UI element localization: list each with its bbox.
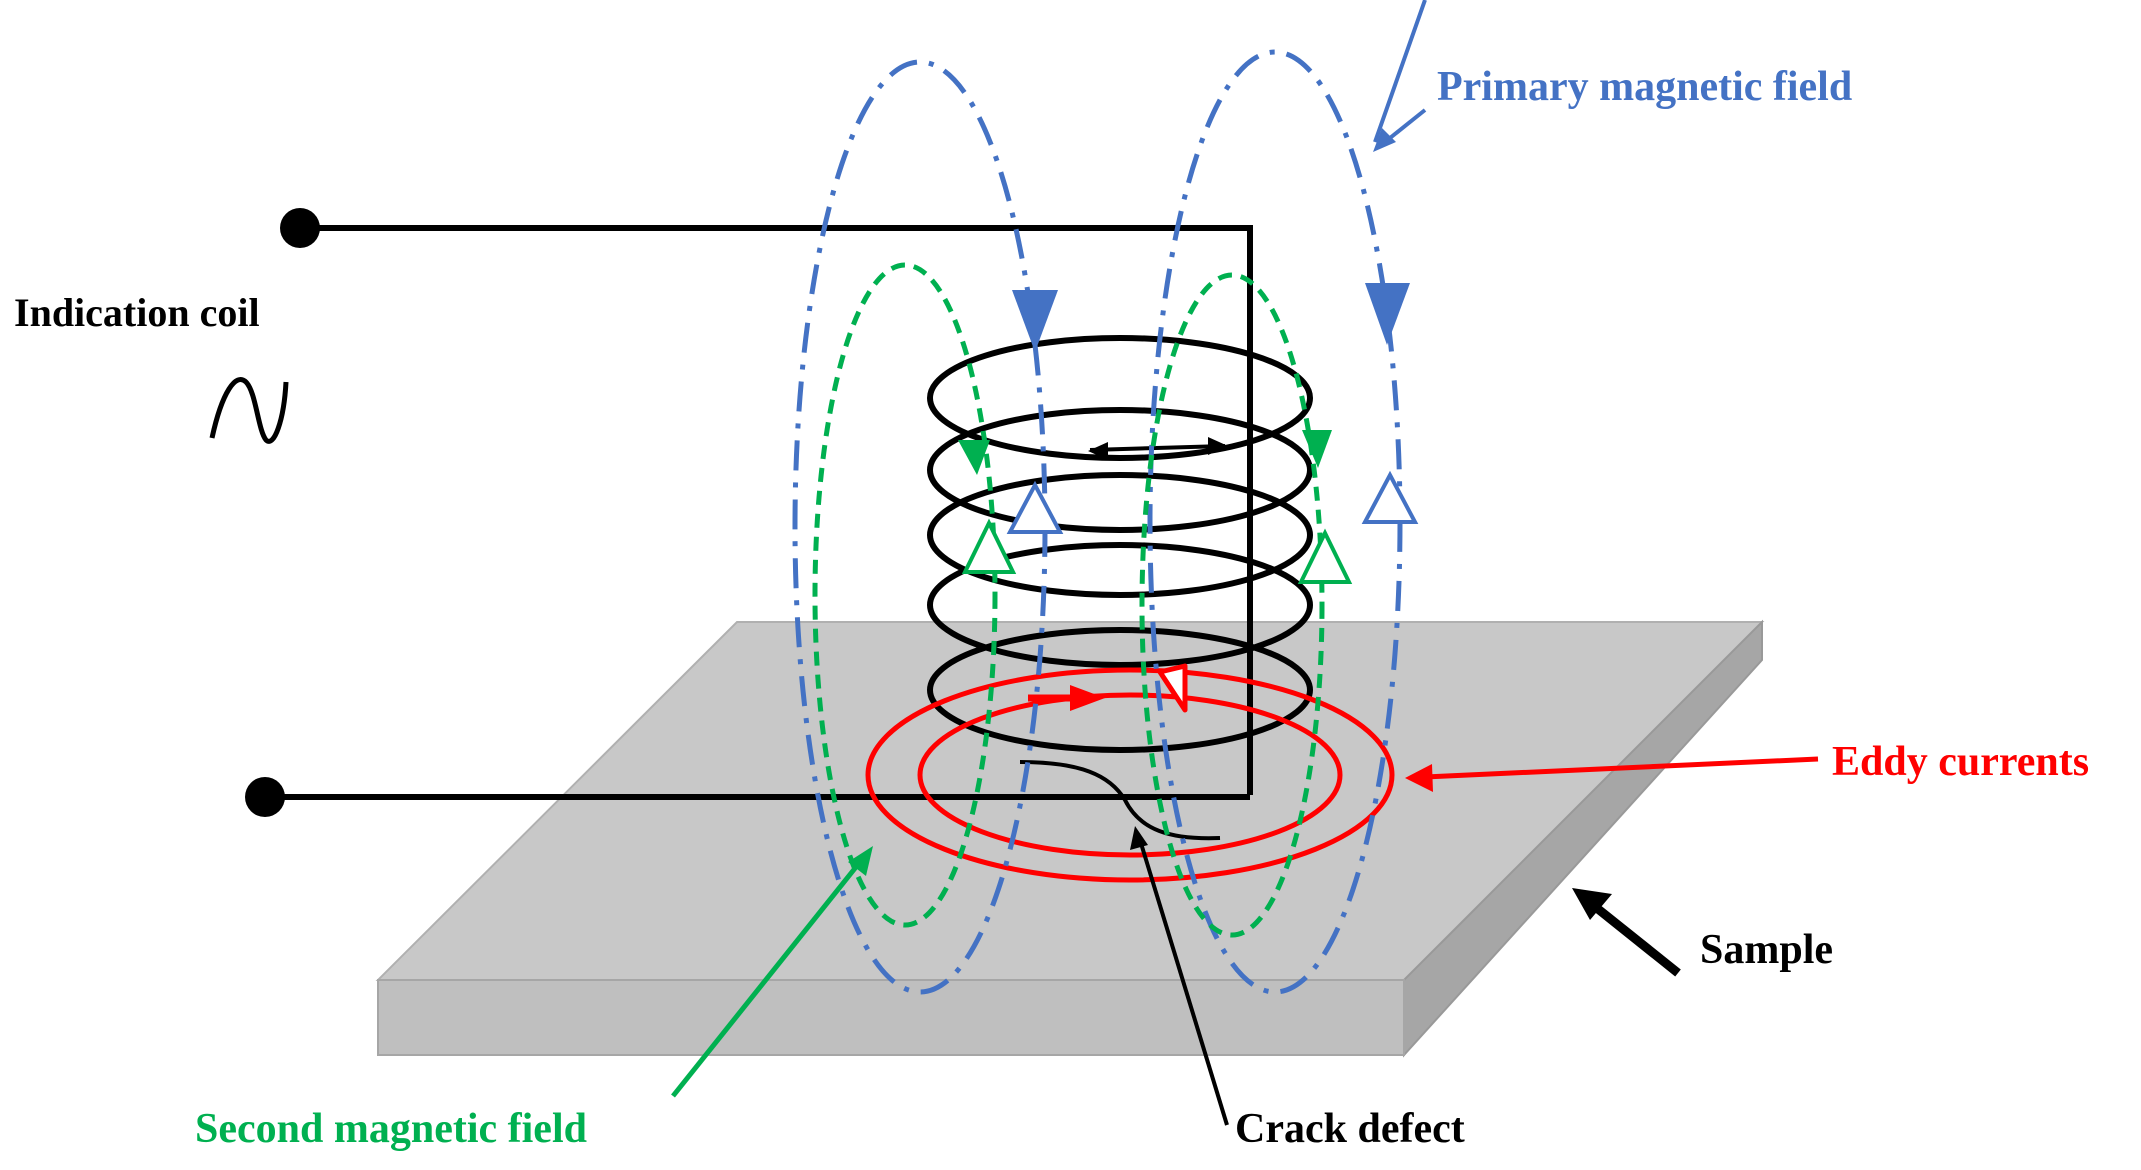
sample-label: Sample xyxy=(1700,927,1833,973)
second-field-leader xyxy=(671,860,862,1098)
eddy-currents-label: Eddy currents xyxy=(1832,739,2089,785)
coil-turn xyxy=(927,472,1313,598)
coil-wires xyxy=(265,225,1253,800)
second-field-open-arrow-icon xyxy=(1297,528,1353,584)
sample-leader xyxy=(1590,901,1681,977)
coil-current-arrow-icon xyxy=(1208,437,1228,455)
coil-turn xyxy=(927,335,1313,461)
coil-turn xyxy=(927,542,1313,668)
crack-defect-line xyxy=(1019,760,1221,841)
coil-turn xyxy=(927,407,1313,533)
second-field-pointer-icon xyxy=(848,846,873,876)
coil-turn xyxy=(927,627,1313,753)
ac-source-icon xyxy=(209,377,289,444)
primary-field-label: Primary magnetic field xyxy=(1437,64,1852,110)
primary-field-open-arrow-icon xyxy=(1361,470,1419,524)
sample-top-face xyxy=(375,621,1765,981)
second-field-loops xyxy=(812,262,1325,938)
coil-windings xyxy=(927,335,1313,753)
second-field-open-arrow-icon xyxy=(961,518,1017,574)
crack-leader xyxy=(1138,839,1229,1126)
second-field-label: Second magnetic field xyxy=(195,1106,587,1152)
second-field-loop-right xyxy=(1139,272,1325,938)
top-terminal xyxy=(280,208,320,248)
primary-field-open-arrow-icon xyxy=(1006,480,1064,534)
sample-plate xyxy=(375,619,1765,1058)
crack-pointer-icon xyxy=(1130,826,1148,850)
primary-field-leader xyxy=(1373,0,1427,143)
top-wire xyxy=(300,225,1253,795)
eddy-outer-loop xyxy=(865,667,1395,883)
indication-coil-label: Indication coil xyxy=(14,290,260,335)
coil-current-arrow-icon xyxy=(1088,442,1108,460)
sample-pointer-icon xyxy=(1572,888,1612,920)
bottom-terminal xyxy=(245,777,285,817)
crack-defect-label: Crack defect xyxy=(1235,1106,1465,1152)
eddy-pointer-icon xyxy=(1405,764,1433,792)
eddy-open-arrow-icon xyxy=(1157,663,1188,713)
eddy-arrow-icon xyxy=(1070,685,1105,711)
eddy-leader xyxy=(1424,756,1819,780)
eddy-current-loops xyxy=(865,667,1395,883)
second-field-arrow-icon xyxy=(958,440,990,475)
second-field-loop-left xyxy=(812,262,998,928)
sample-front-face xyxy=(377,979,1405,1056)
eddy-inner-loop xyxy=(917,692,1343,858)
primary-field-arrow-icon xyxy=(1012,290,1058,352)
primary-field-arrow-icon xyxy=(1365,283,1410,345)
coil-current-arrows xyxy=(1088,437,1228,460)
second-field-arrow-icon xyxy=(1302,430,1332,468)
primary-field-pointer-icon xyxy=(1373,128,1396,152)
